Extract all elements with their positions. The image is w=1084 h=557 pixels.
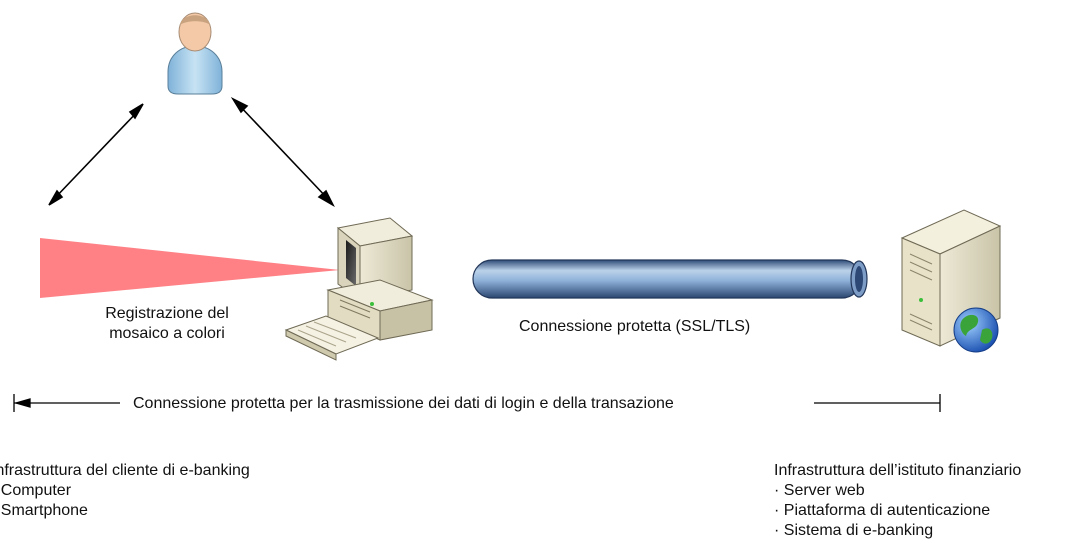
span-connection	[13, 394, 941, 412]
bank-item-server-web: · Server web	[774, 482, 865, 499]
bank-item-auth-platform: · Piattaforma di autenticazione	[774, 502, 991, 519]
client-infrastructure-title: Infrastruttura del cliente di e-banking	[0, 462, 250, 479]
keyboard-icon	[284, 315, 380, 361]
user-scanner-arrow	[48, 103, 144, 206]
client-item-computer: · Computer	[0, 482, 72, 499]
bank-infrastructure-list: Infrastruttura dell’istituto finanziario…	[774, 461, 1021, 541]
computer-icon	[326, 217, 434, 341]
user-computer-arrow	[230, 97, 335, 208]
color-mosaic-line-1: Registrazione del	[105, 305, 229, 322]
color-mosaic-line-2: mosaico a colori	[109, 325, 225, 342]
bank-item-ebanking-system: · Sistema di e-banking	[774, 522, 934, 539]
user-icon	[167, 12, 223, 95]
color-beam	[40, 238, 340, 298]
span-label: Connessione protetta per la trasmissione…	[133, 395, 674, 412]
bank-infrastructure-title: Infrastruttura dell’istituto finanziario	[774, 462, 1022, 479]
client-item-smartphone: · Smartphone	[0, 502, 88, 519]
tunnel-label: Connessione protetta (SSL/TLS)	[519, 318, 751, 335]
secure-tunnel	[472, 259, 868, 299]
globe-icon	[953, 307, 999, 353]
color-mosaic-label: Registrazione del mosaico a colori	[72, 304, 262, 344]
client-infrastructure-list: Infrastruttura del cliente di e-banking …	[0, 461, 250, 521]
